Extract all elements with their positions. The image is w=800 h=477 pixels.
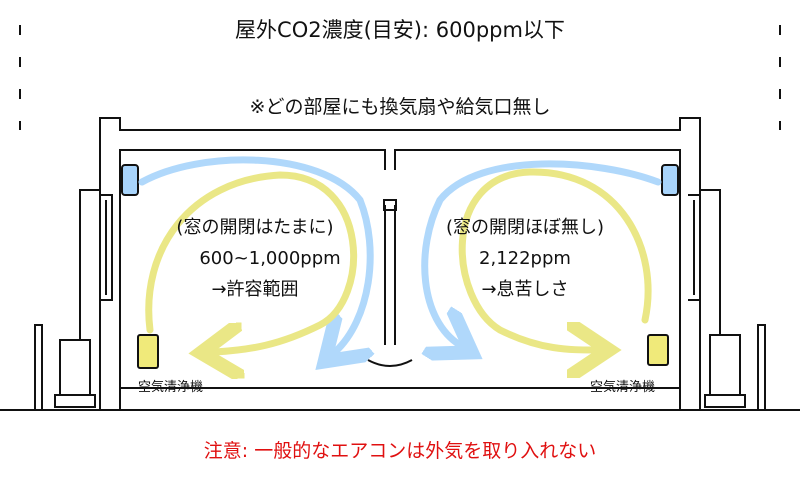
left-room-info: (窓の開閉はたまに) 600~1,000ppm →許容範囲 — [135, 212, 375, 305]
ground-and-walls — [0, 117, 800, 411]
airflow-right-purifier — [458, 168, 652, 350]
airflow-left-purifier — [145, 171, 358, 352]
aircon-warning: 注意: 一般的なエアコンは外気を取り入れない — [203, 440, 597, 462]
airflow-left-ac — [138, 156, 370, 352]
left-room-assessment: →許容範囲 — [211, 279, 299, 300]
right-purifier-label: 空気清浄機 — [590, 380, 656, 395]
airflow-right-ac — [421, 160, 662, 345]
right-room-window: (窓の開閉ほぼ無し) — [445, 217, 605, 238]
outdoor-units — [54, 334, 746, 408]
right-room-info: (窓の開閉ほぼ無し) 2,122ppm →息苦しさ — [420, 212, 630, 305]
air-purifiers — [137, 334, 669, 369]
left-purifier-label: 空気清浄機 — [138, 380, 204, 395]
left-room-co2: 600~1,000ppm — [199, 248, 341, 269]
left-room-window: (窓の開閉はたまに) — [176, 217, 334, 238]
right-room-co2: 2,122ppm — [479, 248, 571, 269]
right-room-assessment: →息苦しさ — [481, 279, 569, 300]
ventilation-note: ※どの部屋にも換気扇や給気口無し — [249, 96, 551, 118]
outdoor-co2-title: 屋外CO2濃度(目安): 600ppm以下 — [235, 18, 565, 42]
air-conditioners — [121, 164, 679, 196]
